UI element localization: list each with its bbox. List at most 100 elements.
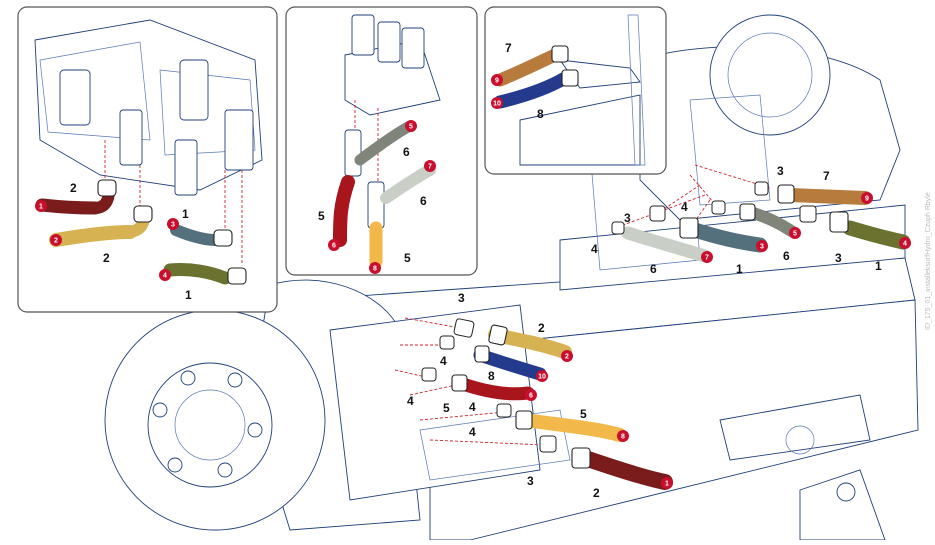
- front-hub-inner: [174, 389, 246, 461]
- watermark-text: ID_175_01_installeksurfHydro_Czuph Rbyle: [925, 192, 932, 330]
- svg-text:8: 8: [621, 434, 625, 441]
- marker-10: 10: [491, 97, 503, 109]
- svg-text:10: 10: [538, 374, 546, 381]
- callout-2: 2: [103, 251, 110, 265]
- svg-text:1: 1: [665, 481, 669, 488]
- inset1-hose-2-yellow: [49, 225, 137, 247]
- callout-3: 3: [458, 291, 465, 305]
- callout-5: 5: [318, 209, 325, 223]
- inset2-fitting-b: [367, 181, 385, 229]
- callout-4: 4: [440, 354, 447, 368]
- marker-1: 1: [35, 200, 47, 212]
- marker-8: 8: [369, 262, 381, 274]
- front-crossmember: [419, 409, 571, 481]
- callout-8: 8: [537, 107, 544, 121]
- solenoid-a: [59, 69, 91, 126]
- callout-3: 3: [835, 251, 842, 265]
- svg-text:3: 3: [760, 244, 764, 251]
- svg-text:1: 1: [39, 204, 43, 211]
- svg-text:2: 2: [54, 238, 58, 245]
- inset1-hose-1-blue: [170, 224, 221, 246]
- coil-2: [377, 21, 401, 63]
- main-hose-6-light: [621, 226, 712, 263]
- callout-4: 3: [777, 164, 784, 178]
- inset2-hose-5-red: [333, 175, 355, 247]
- marker-2: 2: [50, 234, 62, 246]
- callout-6: 6: [783, 249, 790, 263]
- marker-10: 10: [536, 370, 548, 382]
- svg-text:3: 3: [171, 222, 175, 229]
- marker-3: 3: [167, 218, 179, 230]
- marker-7: 7: [424, 160, 436, 172]
- solenoid-b: [179, 59, 209, 121]
- callout-7: 7: [823, 169, 830, 183]
- callout-4: 4: [591, 242, 598, 256]
- inset1-markers: 1 2 3 4: [35, 200, 179, 281]
- svg-text:6: 6: [332, 243, 336, 250]
- callout-6: 6: [403, 145, 410, 159]
- callout-2: 2: [538, 321, 545, 335]
- marker-9: 9: [861, 192, 873, 204]
- lug-hole: [836, 482, 856, 502]
- marker-6: 6: [525, 389, 537, 401]
- main-markers: 2 10 6 8 1 9 5 3 7 4: [525, 192, 911, 489]
- callout-1: 1: [182, 207, 189, 221]
- callout-4: 4: [681, 200, 688, 214]
- marker-2: 2: [561, 350, 573, 362]
- svg-text:2: 2: [565, 354, 569, 361]
- inset2-hose-6-light: [380, 164, 436, 204]
- marker-8: 8: [617, 430, 629, 442]
- marker-9: 9: [491, 74, 503, 86]
- inset3-callouts: 7 8: [505, 41, 544, 121]
- callout-7: 7: [505, 41, 512, 55]
- svg-text:6: 6: [529, 393, 533, 400]
- svg-text:7: 7: [428, 164, 432, 171]
- main-hose-7-brown: [783, 188, 872, 205]
- svg-text:4: 4: [903, 241, 907, 248]
- top-right-inset: [484, 6, 667, 175]
- inset1-hose-1-olive: [163, 263, 232, 285]
- inset2-fitting-a: [344, 129, 362, 177]
- frame-rail-side: [429, 299, 919, 541]
- callout-4: 4: [469, 400, 476, 414]
- inset2-markers: 5 7 6 8: [328, 120, 436, 274]
- marker-4: 4: [899, 237, 911, 249]
- port-block-a: [119, 109, 143, 166]
- inset1-callouts: 2 2 1 1: [70, 181, 192, 302]
- slot-fitting: [785, 425, 815, 455]
- svg-text:5: 5: [793, 231, 797, 238]
- main-hose-2-darkred: [577, 450, 673, 490]
- valve-section-right: [159, 69, 256, 156]
- inset1-hose-2-darkred: [35, 198, 102, 215]
- main-hose-1-olive: [842, 220, 911, 250]
- rear-sprocket-inner: [727, 32, 813, 118]
- svg-text:8: 8: [373, 266, 377, 273]
- main-callouts: 3 2 4 8 4 5 5 4 4 3 2 3 4 7 3 4 6 1 6 3 …: [407, 164, 882, 500]
- callout-3: 3: [624, 211, 631, 225]
- marker-5: 5: [405, 120, 417, 132]
- main-hose-5-orange: [518, 413, 627, 442]
- svg-text:7: 7: [705, 255, 709, 262]
- marker-7: 7: [701, 251, 713, 263]
- rear-sprocket: [709, 14, 831, 136]
- svg-text:10: 10: [493, 101, 501, 108]
- machine-chassis: [104, 14, 919, 541]
- svg-text:5: 5: [409, 124, 413, 131]
- callout-1: 1: [185, 288, 192, 302]
- callout-4: 4: [407, 394, 414, 408]
- callout-1: 1: [736, 262, 743, 276]
- callout-5: 5: [443, 401, 450, 415]
- callout-2: 2: [593, 486, 600, 500]
- valve-block-inset: [17, 6, 278, 313]
- inset3-upright: [627, 14, 646, 166]
- svg-text:4: 4: [163, 273, 167, 280]
- marker-3: 3: [756, 240, 768, 252]
- callout-8: 8: [488, 369, 495, 383]
- lifting-lug: [799, 469, 886, 541]
- port-block-c: [224, 109, 254, 171]
- valve-section-left: [39, 41, 151, 141]
- svg-text:9: 9: [495, 78, 499, 85]
- callout-1: 1: [875, 259, 882, 273]
